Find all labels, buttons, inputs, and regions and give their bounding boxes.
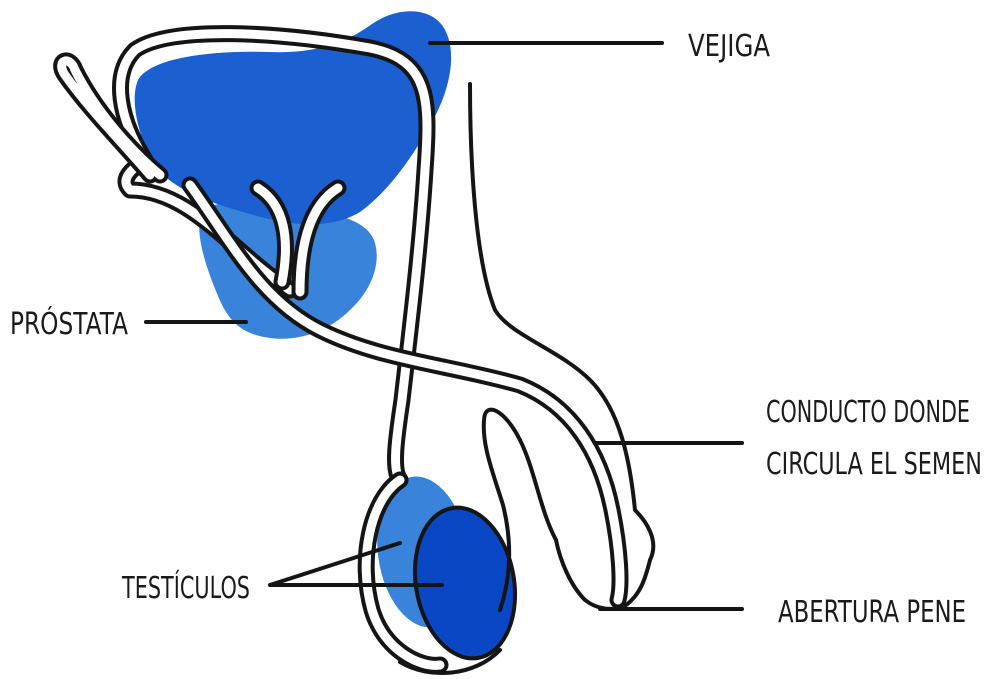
label-conducto-line1: CONDUCTO DONDE [766,395,970,430]
penis-outline [470,84,653,609]
label-vejiga: VEJIGA [688,29,770,64]
label-conducto-line2: CIRCULA EL SEMEN [766,447,982,482]
label-prostata: PRÓSTATA [10,305,128,342]
label-abertura: ABERTURA PENE [778,595,966,630]
label-testiculos: TESTÍCULOS [121,570,250,606]
